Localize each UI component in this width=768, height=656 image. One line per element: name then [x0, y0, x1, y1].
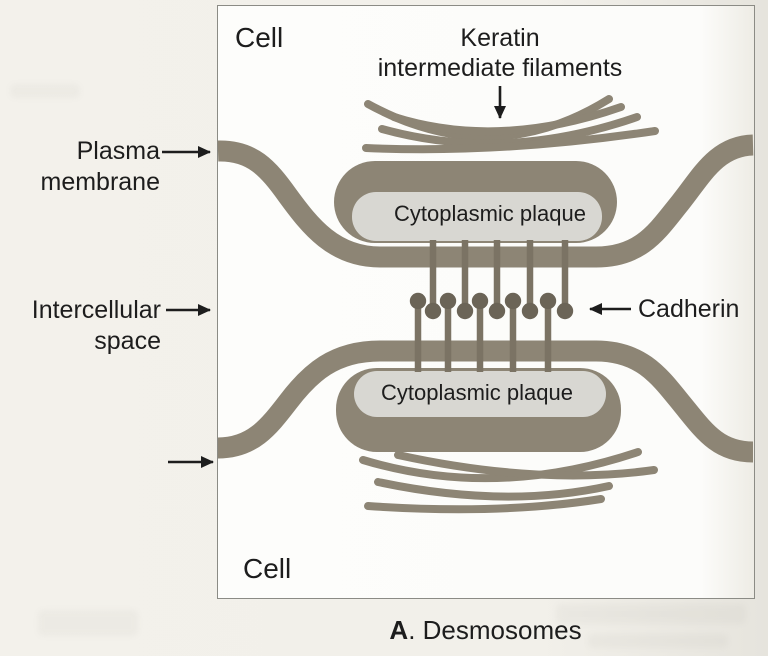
cell-label-bottom: Cell — [243, 553, 292, 584]
cytoplasmic-plaque-top-inner — [352, 192, 602, 241]
caption-letter: A — [389, 615, 409, 645]
cell-label-top: Cell — [235, 22, 284, 53]
scan-artifact — [38, 610, 138, 636]
intercellular-line1: Intercellular — [31, 296, 161, 324]
plasma-membrane-label-top: Plasma membrane — [18, 136, 161, 198]
plasma-top-line2: membrane — [40, 168, 161, 196]
keratin-filaments-bottom — [359, 448, 658, 514]
intercellular-space-label: Intercellular space — [0, 295, 161, 357]
keratin-label-line1: Keratin — [460, 24, 540, 52]
keratin-label-line2: intermediate filaments — [377, 54, 623, 82]
cytoplasmic-plaque-label-bottom: Cytoplasmic plaque — [381, 380, 573, 405]
keratin-filaments-top — [362, 95, 659, 154]
cytoplasmic-plaque-bottom-inner — [354, 371, 606, 417]
figure-caption: A. Desmosomes — [217, 615, 754, 645]
keratin-label: Keratin intermediate filaments — [350, 23, 650, 83]
cytoplasmic-plaque-label-top: Cytoplasmic plaque — [394, 201, 586, 226]
plasma-membrane-top-shape — [217, 134, 754, 268]
cadherin-label: Cadherin — [638, 295, 740, 323]
plasma-membrane-bottom-shape — [217, 340, 754, 463]
intercellular-line2: space — [94, 327, 161, 355]
caption-title: . Desmosomes — [408, 615, 582, 645]
scan-artifact — [588, 634, 728, 648]
scan-artifact — [556, 604, 746, 624]
cadherin-pins — [409, 240, 574, 372]
scan-artifact — [10, 84, 80, 98]
plasma-top-line1: Plasma — [76, 137, 160, 165]
